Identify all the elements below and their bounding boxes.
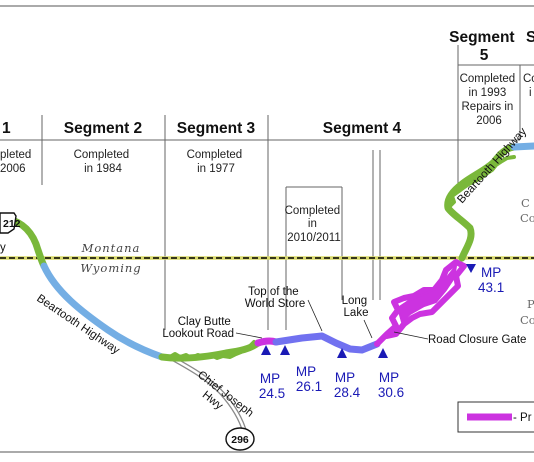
segment-5-title: Segment 5	[449, 29, 519, 64]
long-lake-label: Long Lake	[342, 295, 371, 319]
wy-296-shield-icon: 296	[225, 427, 255, 451]
segment-2-note: Completed in 1984	[74, 149, 133, 175]
clay-butte-lookout-road-label: Clay Butte Lookout Road	[162, 316, 234, 340]
milepost-26-1: MP 26.1	[280, 345, 322, 394]
route-segment-blue-east	[510, 142, 534, 151]
route-segment-magenta-fill	[397, 265, 457, 323]
us-212-shield-icon: 212	[0, 212, 21, 234]
segment-6-title-fragment: S	[526, 29, 534, 46]
segment-5-note: Completed in 1993 Repairs in 2006	[460, 73, 519, 127]
milepost-value: 24.5	[259, 386, 285, 401]
milepost-label: MP	[335, 370, 355, 385]
segment-3-title: Segment 3	[177, 120, 256, 137]
milepost-label: MP	[481, 265, 501, 280]
segment-2-title: Segment 2	[64, 120, 142, 137]
road-closure-gate-label: Road Closure Gate	[428, 334, 526, 346]
top-of-the-world-store-label: Top of the World Store	[245, 286, 306, 310]
segment-1-title: 1	[2, 120, 11, 137]
milepost-label: MP	[296, 364, 316, 379]
state-label-wyoming: Wyoming	[80, 261, 141, 275]
milepost-label: MP	[379, 370, 399, 385]
route-segment-green-east-rough	[446, 155, 516, 210]
county-label-lower-line1: P	[527, 297, 534, 311]
milepost-43-1: MP 43.1	[466, 264, 504, 295]
milepost-value: 30.6	[378, 385, 404, 400]
milepost-28-4: MP 28.4	[334, 348, 361, 400]
county-label-upper-line2: Co	[520, 211, 534, 225]
beartooth-highway-label-upper: Beartooth Highway	[455, 126, 529, 206]
segment-3-note: Completed in 1977	[187, 149, 246, 175]
segment-dividers	[0, 45, 534, 330]
county-label-lower-line2: Co	[520, 313, 534, 327]
segment-6-note-fragment: Co i	[523, 73, 534, 99]
state-label-montana: Montana	[81, 241, 141, 255]
county-label-upper-line1: C	[521, 196, 530, 210]
chief-joseph-highway-label: Chief Joseph Hwy	[187, 369, 258, 432]
road-closure-gate-leader-line	[393, 331, 429, 340]
milepost-value: 28.4	[334, 385, 361, 400]
route-segment-green-west	[4, 215, 48, 270]
milepost-value: 26.1	[296, 379, 322, 394]
wy-296-shield-number: 296	[231, 434, 249, 446]
milepost-30-6: MP 30.6	[378, 348, 404, 400]
legend-label: - Pr	[513, 412, 532, 424]
segment-4-note: Completed in 2010/2011	[285, 205, 344, 244]
clay-butte-leader-line	[235, 332, 263, 339]
route-segment-periwinkle	[272, 332, 381, 354]
route-segment-blue-west	[40, 262, 166, 361]
route-segment-green-middle-rough	[168, 340, 256, 360]
milepost-value: 43.1	[478, 280, 504, 295]
milepost-24-5: MP 24.5	[259, 345, 285, 401]
highway-label-fragment: y	[0, 242, 6, 254]
milepost-label: MP	[260, 371, 280, 386]
long-lake-leader-line	[363, 319, 373, 339]
beartooth-highway-route	[4, 142, 534, 362]
us-212-shield-number: 212	[3, 218, 21, 230]
segment-1-note: pleted 2006	[0, 149, 35, 175]
segment-4-title: Segment 4	[323, 120, 402, 137]
beartooth-highway-label-lower: Beartooth Highway	[34, 293, 121, 357]
top-of-the-world-leader-line	[307, 299, 323, 332]
legend: - Pr	[457, 401, 534, 433]
